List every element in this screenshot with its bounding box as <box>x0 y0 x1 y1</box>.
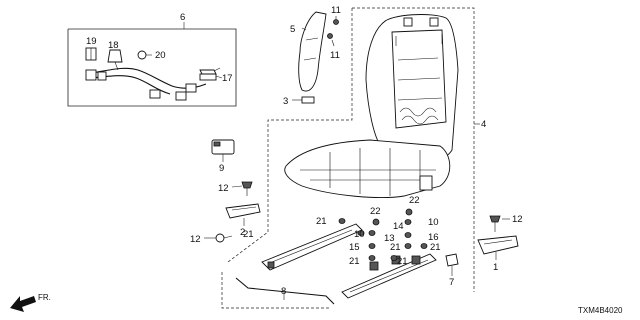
cover-1[interactable] <box>477 235 519 260</box>
bolt-12-lower[interactable] <box>204 233 233 243</box>
callout-21d: 21 <box>430 242 441 253</box>
slide-rail-left[interactable] <box>261 223 363 271</box>
callout-21a: 21 <box>243 229 254 240</box>
callout-12a: 12 <box>218 183 229 194</box>
callout-21c: 21 <box>390 242 401 253</box>
callout-9: 9 <box>219 163 224 174</box>
direction-label: FR. <box>38 293 51 302</box>
callout-11a: 11 <box>331 5 341 16</box>
clip-19[interactable] <box>85 47 97 61</box>
callout-22a: 22 <box>370 206 381 217</box>
harness-group-box <box>67 22 237 107</box>
diagram-code: TXM4B4020 <box>578 306 623 315</box>
callout-11b: 11 <box>330 50 340 61</box>
screw-11-top[interactable] <box>333 16 339 25</box>
seat-back-frame[interactable] <box>365 14 459 162</box>
hardware-nuts[interactable] <box>338 208 428 261</box>
callout-10b: 10 <box>428 217 439 228</box>
callout-21e: 21 <box>349 256 360 267</box>
callout-13: 13 <box>384 233 395 244</box>
callout-12c: 12 <box>512 214 523 225</box>
callout-15: 15 <box>349 242 360 253</box>
bolt-3[interactable] <box>292 96 315 104</box>
rod-8[interactable] <box>221 272 335 309</box>
callout-14: 14 <box>393 221 404 232</box>
callout-5: 5 <box>290 24 295 35</box>
callout-1: 1 <box>493 262 498 273</box>
side-cover-5[interactable] <box>298 11 327 92</box>
callout-21f: 21 <box>397 256 408 267</box>
callout-21b: 21 <box>316 216 327 227</box>
seat-assembly-outline <box>227 7 480 292</box>
callout-20: 20 <box>155 50 166 61</box>
callout-22b: 22 <box>409 195 420 206</box>
front-direction-arrow <box>10 296 36 312</box>
callout-4: 4 <box>481 119 486 130</box>
callout-8: 8 <box>281 286 286 297</box>
clip-7[interactable] <box>445 253 459 276</box>
screw-11-lower[interactable] <box>327 33 335 47</box>
callout-12b: 12 <box>190 234 201 245</box>
clip-20[interactable] <box>137 50 152 60</box>
wire-harness[interactable] <box>85 67 221 101</box>
callout-labels: 1 2 3 4 5 6 7 8 9 10 10 11 11 12 12 12 1… <box>86 5 523 297</box>
callout-7: 7 <box>449 277 454 288</box>
callout-17: 17 <box>222 73 233 84</box>
callout-18: 18 <box>108 40 119 51</box>
callout-6: 6 <box>180 12 185 23</box>
clip-17[interactable] <box>199 69 223 79</box>
callout-2: 2 <box>240 227 245 238</box>
callout-10a: 10 <box>354 229 365 240</box>
switch-9[interactable] <box>211 139 235 162</box>
callout-3: 3 <box>283 96 288 107</box>
bolt-12-right[interactable] <box>489 215 510 232</box>
cover-2[interactable] <box>225 203 261 226</box>
seat-cushion-frame[interactable] <box>284 139 451 198</box>
bolt-12-upper[interactable] <box>231 181 253 196</box>
callout-16: 16 <box>428 232 439 243</box>
clip-18[interactable] <box>107 49 123 71</box>
callout-19: 19 <box>86 36 97 47</box>
